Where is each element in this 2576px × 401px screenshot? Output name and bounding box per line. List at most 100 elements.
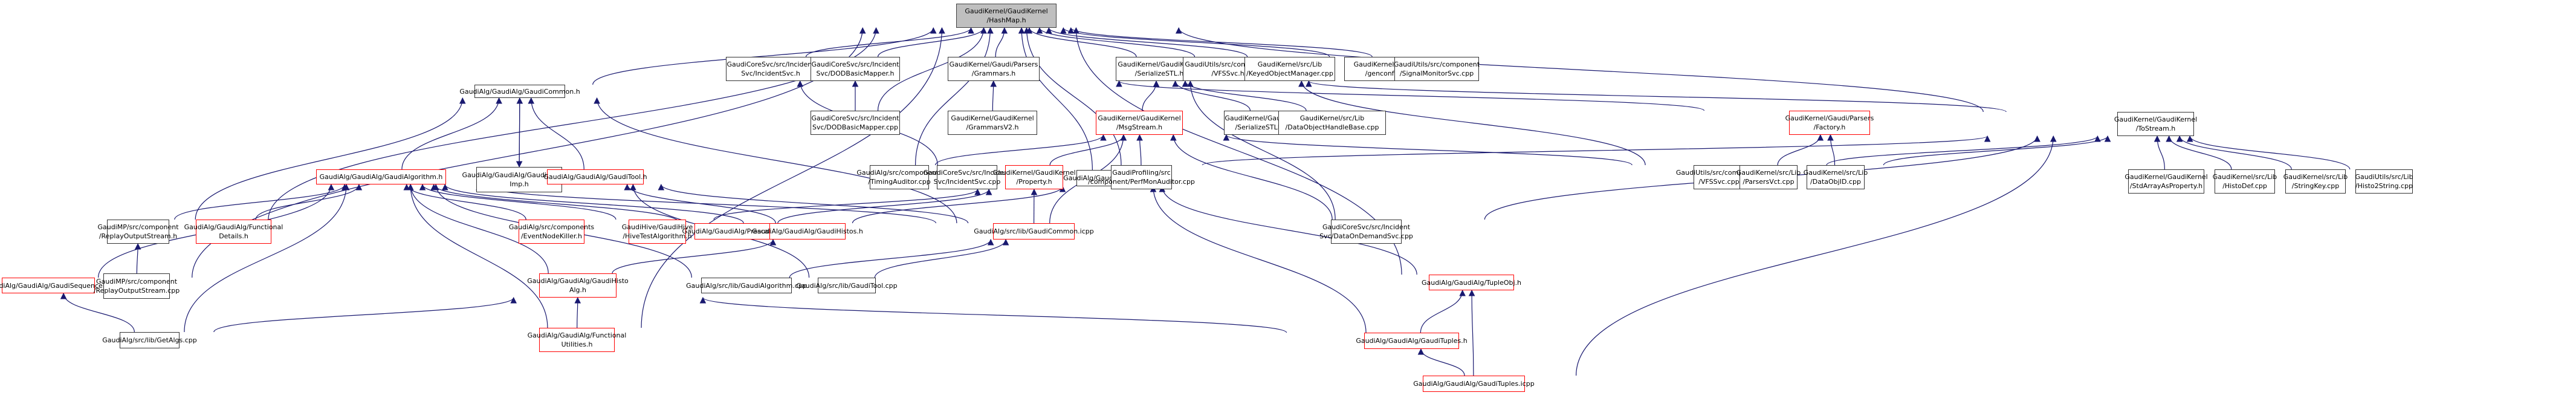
node-label: GaudiAlg/GaudiAlg/GaudiCommon.h [459,87,580,96]
edge-signalmon-to-hashmap [1067,27,1373,57]
edge-perfmon-to-hashmap [1023,27,1122,166]
graph-node-factory[interactable]: GaudiKernel/Gaudi/Parsers /Factory.h [1785,111,1874,135]
node-label: GaudiKernel/Gaudi/Parsers /Grammars.h [949,60,1038,77]
graph-node-histo2string[interactable]: GaudiUtils/src/Lib /Histo2String.cpp [2355,169,2413,194]
graph-node-keyedobjmgr[interactable]: GaudiKernel/src/Lib /KeyedObjectManager.… [1244,57,1335,81]
node-label: GaudiKernel/src/Lib /StringKey.cpp [2283,173,2348,190]
graph-node-gauditool-h[interactable]: GaudiAlg/GaudiAlg/GaudiTool.h [543,169,647,184]
edge-dataondemand-to-msgstream [1170,134,1333,220]
edge-gaudituples-h-to-gaudihistoalg [699,296,1287,333]
graph-node-gaudihistoalg[interactable]: GaudiAlg/GaudiAlg/GaudiHisto Alg.h [527,273,629,298]
edge-dataobjid-to-tostream [1883,135,2111,166]
edge-functionalutil-to-hashmap [641,27,945,328]
edge-gaudicommon-h-to-gaudicommonimp [516,97,523,168]
edge-gaudialgorithm-h-to-gaudicommon-h [401,97,502,170]
graph-node-grammarsv2[interactable]: GaudiKernel/GaudiKernel /GrammarsV2.h [948,111,1037,135]
graph-node-hivetest[interactable]: GaudiHive/GaudiHive /HiveTestAlgorithm.h [622,220,693,244]
graph-node-dataobjhandle[interactable]: GaudiKernel/src/Lib /DataObjectHandleBas… [1278,111,1386,135]
node-label: GaudiAlg/GaudiAlg/GaudiTuples.icpp [1413,380,1535,388]
edge-functionaldetails-to-gaudialgorithm-h [255,183,363,220]
node-label: GaudiMP/src/component /ReplayOutputStrea… [97,223,179,240]
edge-hivetest-to-gaudialgorithm-h [419,183,616,220]
graph-node-gaudicommon-h[interactable]: GaudiAlg/GaudiAlg/GaudiCommon.h [459,85,580,98]
edge-parsersvct-to-tostream [1826,135,2101,166]
node-label: GaudiAlg/GaudiAlg/GaudiHistos.h [752,227,863,235]
edge-serializestlfwd-to-serializestl-h [1172,80,1251,111]
edge-gaudituples-h-to-maps [1150,185,1367,333]
edge-functionalutil-to-gaudihistoalg [574,296,581,328]
node-label: GaudiAlg/src/lib/GaudiAlgorithm.cpp [686,281,807,290]
graph-node-incidentsvc-cpp[interactable]: GaudiCoreSvc/src/Incident Svc/IncidentSv… [923,165,1011,189]
graph-node-replay-cpp[interactable]: GaudiMP/src/component /ReplayOutputStrea… [94,273,180,299]
edge-hivetest-to-property [713,188,981,220]
graph-node-incidentsvc-h[interactable]: GaudiCoreSvc/src/Incident Svc/IncidentSv… [726,57,815,81]
edge-vfssvc-cpp-to-vfssvc-h [1298,80,1646,166]
graph-node-signalmon[interactable]: GaudiUtils/src/component /SignalMonitorS… [1393,57,1480,81]
root-node-hashmap: GaudiKernel/GaudiKernel /HashMap.h [956,4,1057,28]
graph-node-gaudituples-icpp[interactable]: GaudiAlg/GaudiAlg/GaudiTuples.icpp [1413,376,1535,392]
graph-node-gaudialgorithm-h[interactable]: GaudiAlg/GaudiAlg/GaudiAlgorithm.h [316,169,446,184]
edge-parsersvct-to-factory [1777,134,1824,166]
edge-dodmapper-h-to-hashmap [877,27,987,57]
graph-node-dataobjid[interactable]: GaudiKernel/src/Lib /DataObjID.cpp [1804,165,1868,189]
node-label: GaudiAlg/GaudiAlg/GaudiTool.h [543,173,647,181]
graph-node-gauditool-cpp[interactable]: GaudiAlg/src/lib/GaudiTool.cpp [796,278,898,293]
edge-gaudituples-icpp-to-tostream [1576,135,2057,376]
graph-node-stdarray[interactable]: GaudiKernel/GaudiKernel /StdArrayAsPrope… [2125,169,2208,194]
edge-gaudihistoalg-to-gaudialgorithm-h [407,183,549,274]
node-label: GaudiAlg/GaudiAlg/Prescaler.h [682,227,783,235]
node-label: GaudiAlg/src/lib/GetAlgs.cpp [102,336,197,344]
node-label: GaudiCoreSvc/src/Incident Svc/DataOnDema… [1319,223,1413,240]
graph-node-functionaldetails[interactable]: GaudiAlg/GaudiAlg/Functional Details.h [184,220,283,244]
graph-node-gaudialgorithm-cpp[interactable]: GaudiAlg/src/lib/GaudiAlgorithm.cpp [686,278,807,293]
graph-node-tupleobj[interactable]: GaudiAlg/GaudiAlg/TupleObj.h [1422,275,1521,290]
node-label: GaudiAlg/src/lib/GaudiCommon.icpp [974,227,1094,235]
graph-node-functionalutil[interactable]: GaudiAlg/GaudiAlg/Functional Utilities.h [528,328,626,352]
node-label: GaudiAlg/src/components /EventNodeKiller… [508,223,595,240]
node-label: GaudiKernel/GaudiKernel /MsgStream.h [1098,114,1181,131]
node-label: GaudiCoreSvc/src/Incident Svc/IncidentSv… [727,60,815,77]
graph-node-timingauditor[interactable]: GaudiAlg/src/components /TimingAuditor.c… [856,165,942,189]
graph-node-gaudicommon-icpp[interactable]: GaudiAlg/src/lib/GaudiCommon.icpp [974,223,1094,240]
edge-perfmon-to-msgstream [1136,134,1143,166]
graph-node-dataondemand[interactable]: GaudiCoreSvc/src/Incident Svc/DataOnDema… [1319,220,1413,244]
edge-replay-cpp-to-replay-h [134,243,141,274]
graph-node-msgstream[interactable]: GaudiKernel/GaudiKernel /MsgStream.h [1096,111,1183,135]
edge-gaudicommon-icpp-to-gaudicommon-h [594,97,957,224]
graph-node-gaudituples-h[interactable]: GaudiAlg/GaudiAlg/GaudiTuples.h [1356,333,1468,349]
edge-prescaler-to-property [777,188,992,224]
graph-node-histodef[interactable]: GaudiKernel/src/Lib /HistoDef.cpp [2213,169,2277,194]
graph-node-gaudihistos[interactable]: GaudiAlg/GaudiAlg/GaudiHistos.h [752,223,863,240]
edge-gaudituples-icpp-to-tupleobj [1468,289,1475,376]
edge-histo2string-to-tostream [2186,135,2351,170]
graph-node-dodmapper-h[interactable]: GaudiCoreSvc/src/Incident Svc/DODBasicMa… [811,57,900,81]
node-label: GaudiAlg/GaudiAlg/Functional Utilities.h [527,331,627,348]
graph-node-replay-h[interactable]: GaudiMP/src/component /ReplayOutputStrea… [97,220,179,244]
graph-node-grammars-h[interactable]: GaudiKernel/Gaudi/Parsers /Grammars.h [948,57,1040,81]
edge-stdarray-to-tostream [2154,135,2165,170]
graph-node-prescaler[interactable]: GaudiAlg/GaudiAlg/Prescaler.h [682,223,783,240]
node-label: GaudiUtils/src/component /SignalMonitorS… [1393,60,1480,77]
node-label: GaudiKernel/GaudiKernel /HashMap.h [965,7,1048,24]
edge-gaudituples-h-to-tupleobj [1420,289,1466,333]
graph-node-tostream[interactable]: GaudiKernel/GaudiKernel /ToStream.h [2114,112,2197,136]
graph-node-eventnodekiller[interactable]: GaudiAlg/src/components /EventNodeKiller… [509,220,594,244]
edge-prescaler-to-gaudialgorithm-h [430,183,681,224]
graph-node-gaudisequencer[interactable]: GaudiAlg/GaudiAlg/GaudiSequencer.h [0,278,111,293]
graph-node-getalgs[interactable]: GaudiAlg/src/lib/GetAlgs.cpp [102,332,197,348]
node-label: GaudiAlg/GaudiAlg/GaudiSequencer.h [0,281,111,290]
edge-gaudicommon-h-to-hashmap [592,27,937,85]
edge-keyedobjmgr-to-hashmap [1046,27,1248,57]
graph-node-property[interactable]: GaudiKernel/GaudiKernel /Property.h [992,165,1076,189]
edge-vfssvc-h-to-hashmap [1036,27,1196,57]
node-label: GaudiAlg/GaudiAlg/GaudiAlgorithm.h [319,173,443,181]
edge-maps-to-hashmap [1018,27,1093,171]
node-label: GaudiAlg/src/lib/GaudiTool.cpp [796,281,898,290]
graph-node-perfmon[interactable]: GaudiProfiling/src /component/PerfMonAud… [1088,165,1195,189]
node-label: GaudiKernel/src/Lib /DataObjectHandleBas… [1285,114,1379,131]
edge-vfssvc-cpp-to-msgstream [1223,134,1633,166]
graph-node-dodmapper-cpp[interactable]: GaudiCoreSvc/src/Incident Svc/DODBasicMa… [811,111,900,135]
graph-node-stringkey[interactable]: GaudiKernel/src/Lib /StringKey.cpp [2283,169,2348,194]
graph-node-parsersvct[interactable]: GaudiKernel/src/Lib /ParsersVct.cpp [1736,165,1801,189]
edge-dataobjid-to-factory [1827,134,1836,166]
